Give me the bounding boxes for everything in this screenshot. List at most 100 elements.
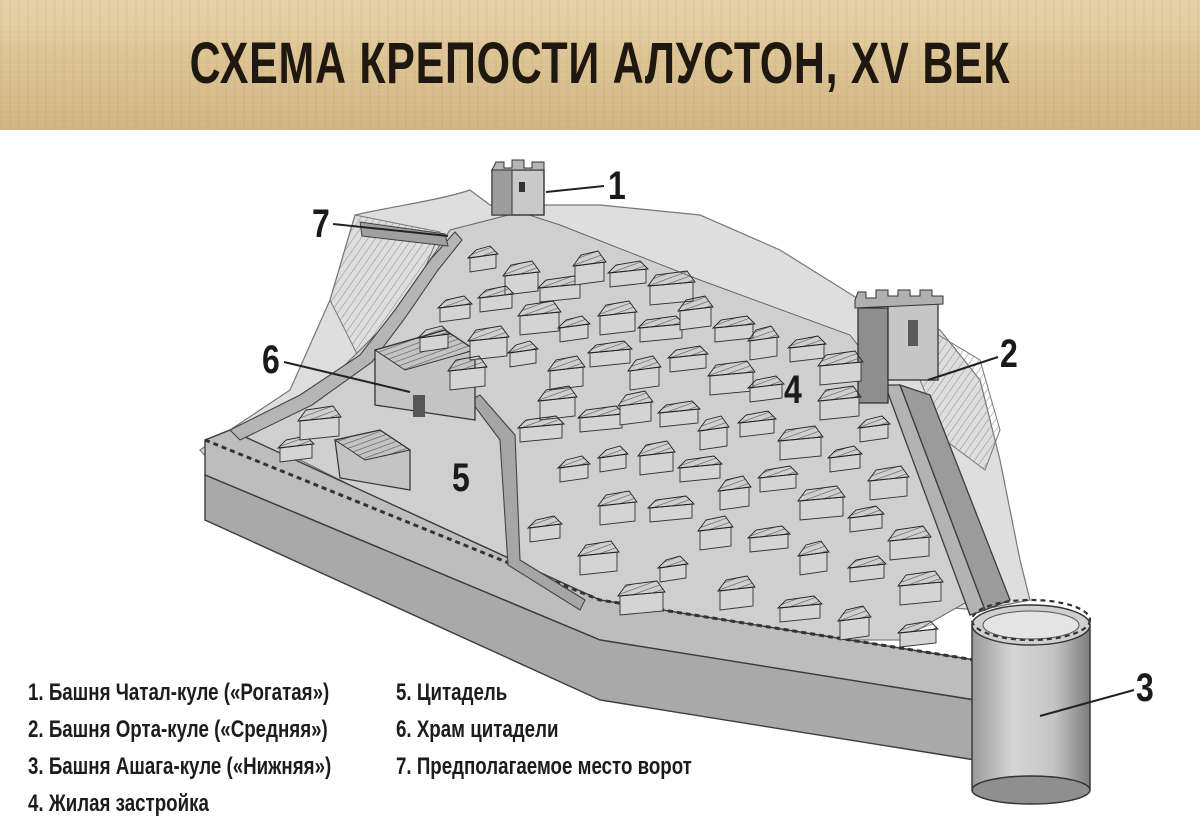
citadel-building: [333, 429, 412, 491]
house: [746, 375, 785, 403]
house: [517, 300, 562, 336]
house-roof: [817, 385, 862, 402]
tower-orta-kule: [854, 289, 944, 404]
house-roof: [717, 475, 752, 492]
house: [646, 495, 696, 523]
house: [467, 325, 510, 361]
house-roof: [896, 620, 939, 634]
house: [837, 605, 872, 641]
legend-item-2: 2. Башня Орта-куле («Средняя»): [28, 716, 328, 743]
north-west-wall: [229, 231, 463, 441]
house: [586, 340, 633, 368]
house-roof: [856, 415, 891, 429]
house: [797, 540, 830, 576]
house: [896, 620, 939, 648]
house: [856, 415, 891, 443]
house-roof: [786, 335, 827, 349]
house-roof: [747, 325, 780, 342]
house-roof: [606, 260, 649, 274]
house: [606, 260, 649, 288]
house: [627, 355, 662, 391]
house-roof: [897, 570, 944, 587]
parchment-texture: [0, 0, 1200, 130]
house-roof: [646, 495, 696, 509]
legend-item-4: 4. Жилая застройка: [28, 790, 209, 817]
house: [466, 245, 499, 273]
house-roof: [697, 415, 730, 432]
house: [756, 465, 799, 493]
citadel-inner-wall: [469, 394, 586, 611]
house-roof: [297, 405, 342, 422]
house-roof: [746, 525, 791, 539]
house-roof: [867, 465, 910, 482]
house-roof: [637, 440, 676, 457]
gate-bridge: [359, 221, 449, 247]
house-roof: [707, 360, 756, 377]
house: [697, 515, 734, 551]
house-roof: [506, 340, 539, 354]
house: [636, 315, 686, 343]
legend-item-6: 6. Храм цитадели: [396, 716, 559, 743]
legend-column-right: 5. Цитадель 6. Храм цитадели 7. Предпола…: [396, 674, 775, 785]
house-roof: [676, 455, 723, 469]
house: [656, 400, 701, 428]
house-roof: [826, 445, 863, 459]
house-roof: [467, 325, 510, 342]
house: [597, 300, 638, 336]
house-roof: [537, 385, 578, 402]
house-roof: [736, 410, 777, 424]
house-roof: [502, 260, 541, 277]
south-wall-battlements: [204, 438, 976, 662]
house: [436, 295, 473, 323]
house-roof: [526, 515, 563, 529]
fortress-illustration: [199, 159, 1092, 805]
house: [556, 315, 591, 343]
house-roof: [416, 325, 451, 339]
house-roof: [746, 375, 785, 389]
house-roof: [846, 555, 887, 569]
marker-1: 1: [608, 164, 626, 208]
house-roof: [516, 415, 566, 429]
house: [666, 345, 709, 373]
house: [897, 570, 944, 606]
house: [556, 455, 591, 483]
house: [577, 540, 620, 576]
house: [297, 405, 342, 441]
house: [776, 595, 823, 623]
leader-line-1: [545, 185, 605, 193]
house-roof: [536, 275, 583, 289]
house-roof: [466, 245, 499, 259]
house: [516, 415, 566, 443]
house-roof: [627, 355, 662, 372]
house-roof: [756, 465, 799, 479]
house-roof: [776, 595, 823, 609]
house: [677, 295, 714, 331]
leader-line-6: [283, 361, 411, 393]
house: [597, 490, 638, 526]
house-roof: [717, 575, 756, 592]
house-roof: [837, 605, 872, 622]
legend-item-3: 3. Башня Ашага-куле («Нижняя»): [28, 753, 332, 780]
house: [747, 325, 780, 361]
house-roof: [596, 445, 629, 459]
page-title: СХЕМА КРЕПОСТИ АЛУСТОН, XV ВЕК: [189, 31, 1011, 96]
house-roof: [547, 355, 586, 372]
house: [817, 350, 864, 386]
house: [797, 485, 846, 521]
house: [786, 335, 827, 363]
house: [817, 385, 862, 421]
house-roof: [447, 355, 488, 372]
house: [697, 415, 730, 451]
house: [846, 505, 885, 533]
house: [536, 275, 583, 303]
legend-item-5: 5. Цитадель: [396, 679, 508, 706]
legend-item-1: 1. Башня Чатал-куле («Рогатая»): [28, 679, 330, 706]
house-roof: [636, 315, 686, 329]
leader-line-7: [332, 223, 449, 237]
house-roof: [697, 515, 734, 532]
house: [526, 515, 563, 543]
house: [746, 525, 791, 553]
house-roof: [887, 525, 932, 542]
house-roof: [476, 285, 515, 299]
